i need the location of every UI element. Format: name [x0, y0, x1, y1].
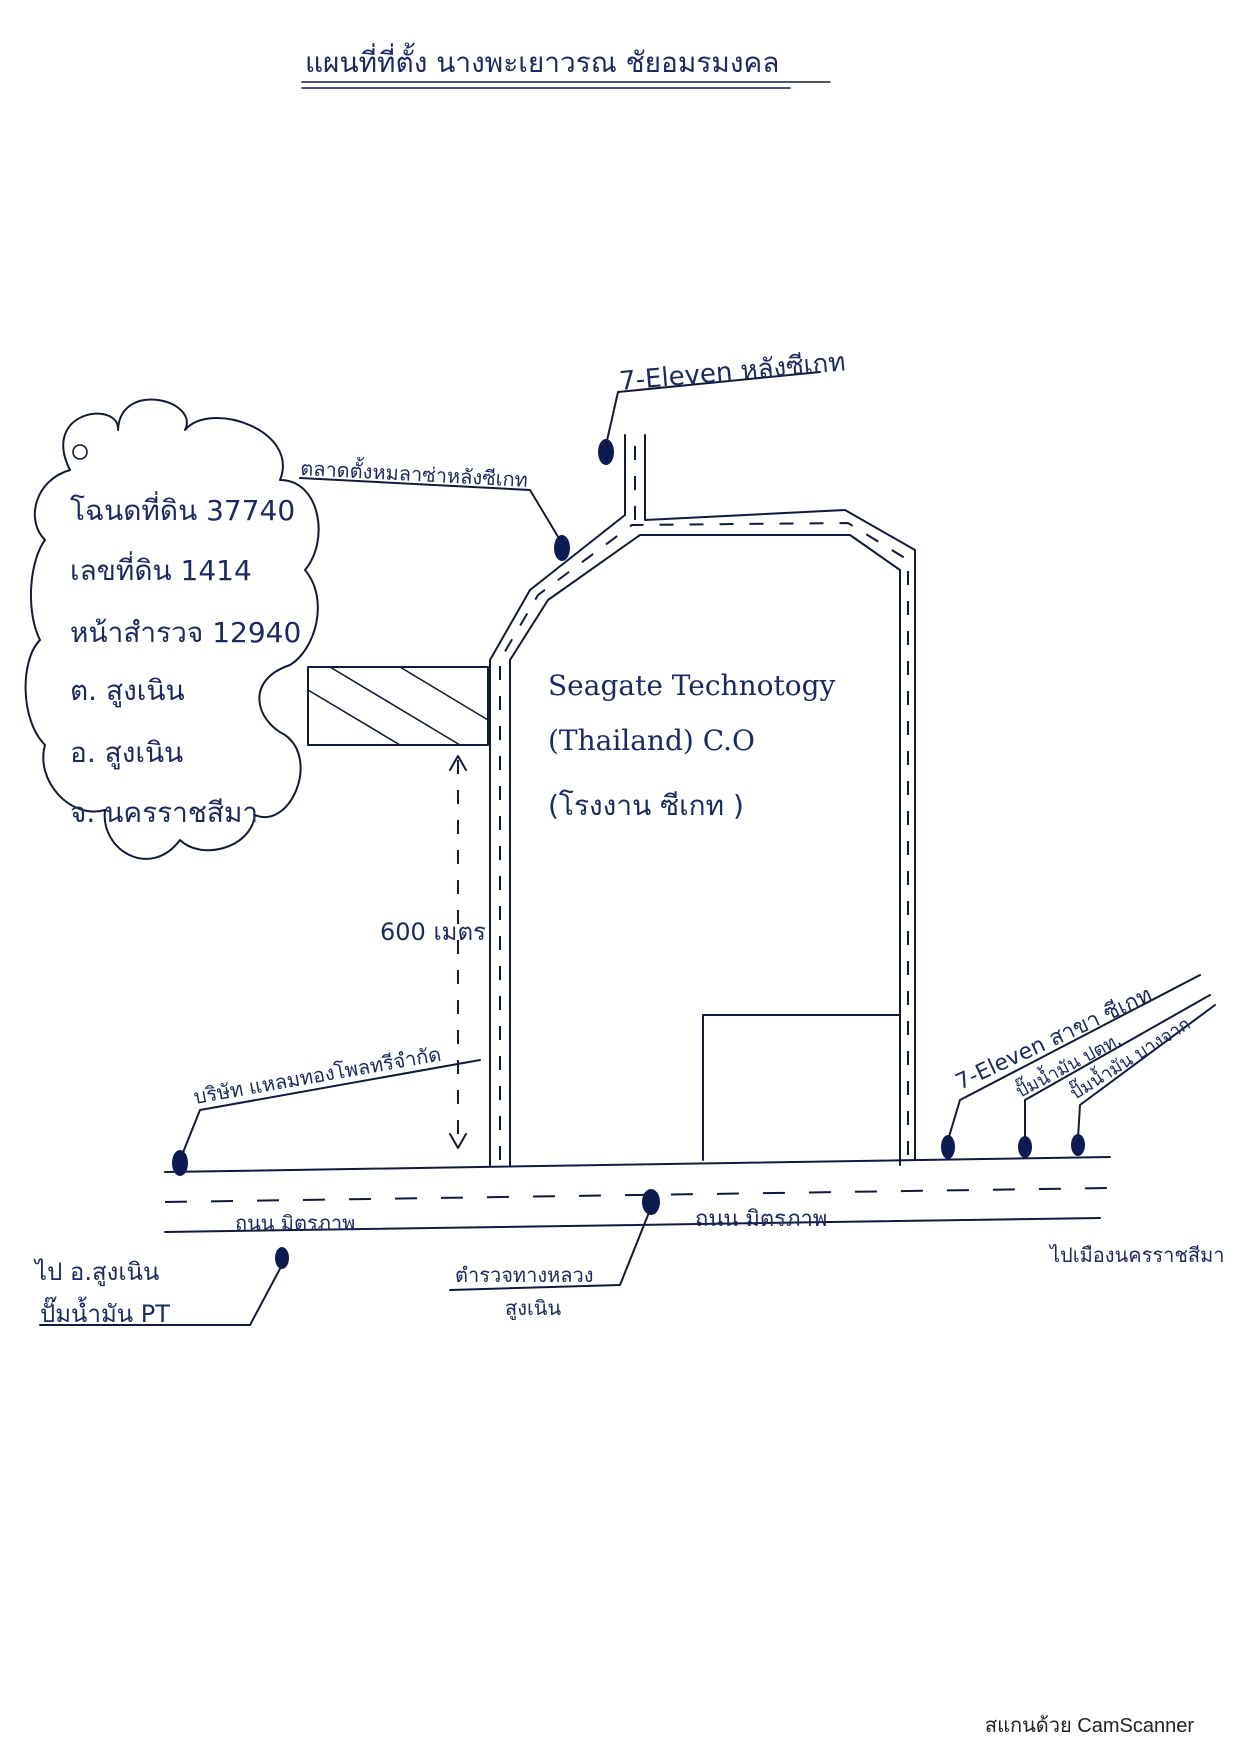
camscanner-watermark: สแกนด้วย CamScanner: [984, 1715, 1194, 1737]
distance-arrow-top: [449, 755, 467, 771]
sub-district: ต. สูงเนิน: [70, 674, 185, 708]
police-label-second-line: สูงเนิน: [505, 1296, 561, 1321]
cloud-dot: [72, 444, 88, 460]
seven-eleven-rear-leader: [605, 371, 821, 446]
district: อ. สูงเนิน: [70, 736, 183, 770]
gas-bangchak-pin: [1071, 1134, 1085, 1156]
police-label: ตำรวจทางหลวง: [455, 1263, 594, 1287]
main-road-center-dash: [164, 1187, 1111, 1203]
company-pin: [172, 1150, 188, 1176]
side-road-inner-edge: [509, 534, 901, 1166]
to-sungnoen-pin: [275, 1247, 289, 1269]
seven-eleven-branch-pin: [941, 1135, 955, 1159]
survey-page: หน้าสำรวจ 12940: [70, 616, 301, 649]
gas-ptt-leader: [1024, 994, 1211, 1141]
factory-name-line2: (Thailand) C.O: [548, 724, 755, 757]
company-leader: [181, 1059, 481, 1156]
market-label: ตลาดตั้งหมลาซ่าหลังซีเกท: [300, 454, 529, 492]
land-plot-hatch-1: [307, 689, 401, 746]
factory-name-line1: Seagate Technotogy: [548, 669, 835, 702]
to-sungnoen-leader: [39, 1264, 283, 1326]
side-road-left-edge: [489, 434, 626, 1166]
gas-ptt-pin: [1018, 1136, 1032, 1158]
main-road-bottom-edge: [164, 1217, 1101, 1233]
map-title: แผนที่ที่ตั้ง นางพะเยาวรณ ชัยอมรมงคล: [305, 42, 779, 79]
distance-label: 600 เมตร: [380, 918, 486, 946]
market-leader: [299, 477, 561, 541]
road-name-right: ถนน มิตรภาพ: [695, 1207, 827, 1232]
factory-annex: [702, 1014, 901, 1161]
seven-eleven-rear-label: 7-Eleven หลังซีเกท: [618, 347, 847, 397]
to-sungnoen-label: ไป อ.สูงเนิน: [33, 1258, 159, 1287]
to-sungnoen-gas-label: ปั๊มน้ำมัน PT: [40, 1296, 170, 1328]
land-title-deed: โฉนดที่ดิน 37740: [70, 491, 295, 527]
distance-arrow-bottom: [449, 1133, 467, 1149]
land-info-cloud: [24, 398, 320, 860]
land-plot-hatch-2: [329, 666, 461, 746]
market-pin: [554, 535, 570, 561]
company-label: บริษัท แหลมทองโพลทรีจำกัด: [192, 1042, 443, 1109]
police-leader: [449, 1209, 651, 1291]
road-name-left: ถนน มิตรภาพ: [235, 1211, 355, 1235]
to-korat-label: ไปเมืองนครราชสีมา: [1048, 1243, 1225, 1267]
province: จ. นครราชสีมา: [70, 796, 258, 829]
police-pin: [642, 1189, 660, 1215]
main-road-top-edge: [164, 1156, 1111, 1173]
factory-name-line3: (โรงงาน ซีเกท ): [548, 789, 744, 822]
land-plot: [307, 666, 489, 746]
land-plot-hatch-3: [399, 666, 489, 721]
seven-eleven-rear-pin: [598, 439, 614, 465]
side-road-top-edge: [644, 434, 916, 1161]
gas-bangchak-leader: [1077, 1004, 1216, 1139]
side-road-center-dash: [499, 521, 909, 1160]
seven-eleven-branch-leader: [947, 974, 1201, 1141]
land-number: เลขที่ดิน 1414: [70, 551, 252, 587]
